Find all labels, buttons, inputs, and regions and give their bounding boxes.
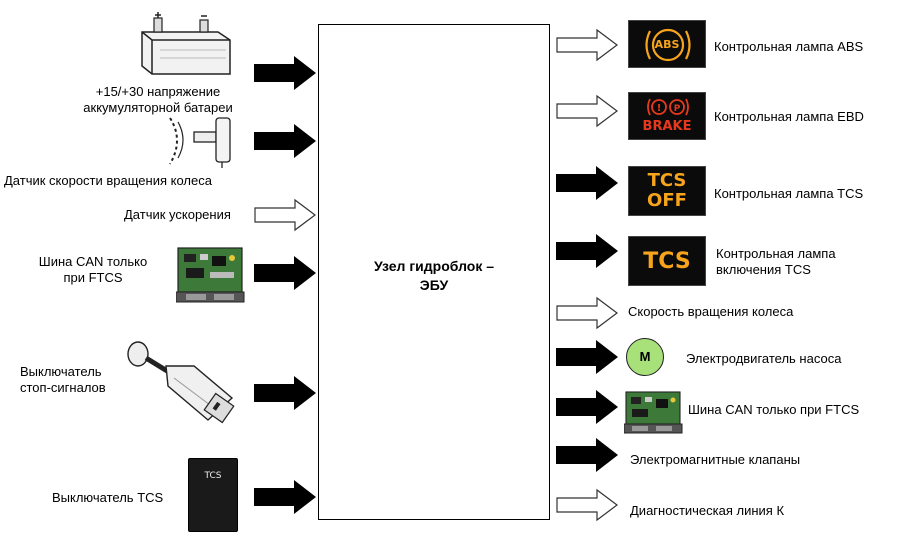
brake-lamp-text: BRAKE <box>642 119 692 134</box>
arrow-input-battery <box>254 56 316 90</box>
arrow-input-accel <box>254 198 316 232</box>
arrow-output-tcs-on <box>556 234 618 268</box>
svg-text:!: ! <box>657 103 662 114</box>
pump-motor-label: Электродвигатель насоса <box>686 351 842 366</box>
arrow-output-ebd <box>556 94 618 128</box>
can-bus-out-label: Шина CAN только при FTCS <box>688 402 860 417</box>
brake-warning-lamp-icon: ! P BRAKE <box>628 92 706 140</box>
tcs-button-icon[interactable]: TCS <box>188 458 238 532</box>
tcs-off-lamp-label: Контрольная лампа TCS <box>714 186 864 201</box>
arrow-output-pump-motor <box>556 340 618 374</box>
abs-lamp-label: Контрольная лампа ABS <box>714 39 864 54</box>
battery-label: +15/+30 напряжение аккумуляторной батаре… <box>83 84 233 115</box>
control-module-icon <box>176 247 245 303</box>
arrow-input-can <box>254 256 316 290</box>
brake-light-switch-label: Выключатель стоп-сигналов <box>20 364 106 395</box>
tcs-on-lamp-label: Контрольная лампа включения TCS <box>716 246 836 277</box>
control-module-icon-output <box>624 391 683 434</box>
arrow-output-can <box>556 390 618 424</box>
svg-text:P: P <box>674 104 681 114</box>
can-bus-label: Шина CAN только при FTCS <box>38 254 148 285</box>
wheel-speed-sensor-label: Датчик скорости вращения колеса <box>4 173 212 188</box>
ecu-block: Узел гидроблок – ЭБУ <box>318 24 550 520</box>
brake-light-switch-icon <box>127 341 235 424</box>
arrow-input-tcs-switch <box>254 480 316 514</box>
tcs-off-lamp-icon: TCS OFF <box>628 166 706 216</box>
diag-line-label: Диагностическая линия К <box>630 503 785 518</box>
solenoid-valves-label: Электромагнитные клапаны <box>630 452 801 467</box>
wheel-speed-sensor-icon <box>169 117 231 168</box>
ecu-title: Узел гидроблок – ЭБУ <box>373 258 495 293</box>
arrow-input-brake-switch <box>254 376 316 410</box>
arrow-output-solenoids <box>556 438 618 472</box>
wheel-speed-out-label: Скорость вращения колеса <box>628 304 794 319</box>
arrow-output-tcs-off <box>556 166 618 200</box>
tcs-lamp-text: TCS <box>643 249 691 274</box>
tcs-switch-label: Выключатель TCS <box>52 490 164 505</box>
arrow-output-diag-line <box>556 488 618 522</box>
ebd-lamp-label: Контрольная лампа EBD <box>714 109 864 124</box>
abs-lamp-text: ABS <box>654 38 680 51</box>
accel-sensor-label: Датчик ускорения <box>124 207 231 222</box>
arrow-output-wheel-speed <box>556 296 618 330</box>
tcs-lamp-icon: TCS <box>628 236 706 286</box>
abs-warning-lamp-icon: ABS <box>628 20 706 68</box>
battery-icon <box>141 12 231 75</box>
motor-icon: M <box>626 338 664 376</box>
arrow-output-abs <box>556 28 618 62</box>
arrow-input-wheel-speed <box>254 124 316 158</box>
tcs-off-lamp-text: TCS OFF <box>647 170 687 211</box>
tcs-button-text: TCS <box>204 471 222 481</box>
